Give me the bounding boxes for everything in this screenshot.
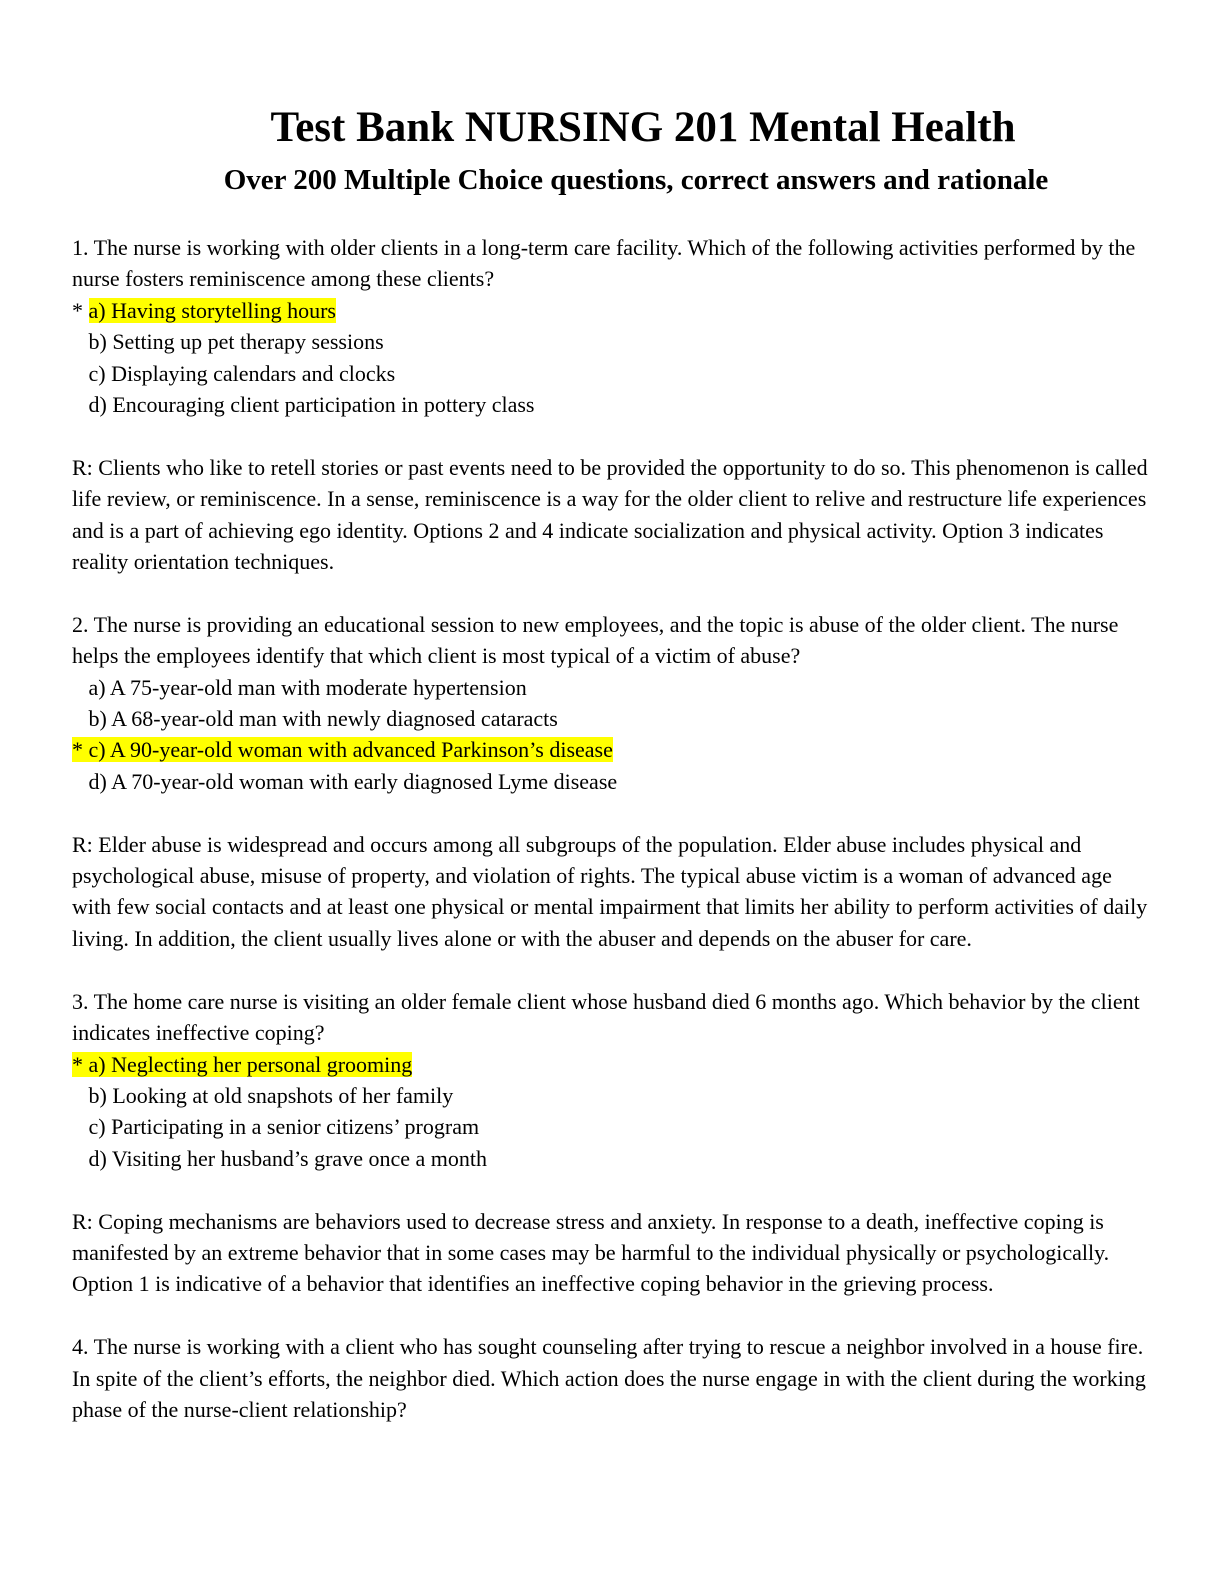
question-4-text: 4. The nurse is working with a client wh… bbox=[72, 1334, 1146, 1422]
option-text: d) Encouraging client participation in p… bbox=[88, 392, 535, 418]
document-title: Test Bank NURSING 201 Mental Health bbox=[270, 104, 1016, 151]
question-1-option-c: c) Displaying calendars and clocks bbox=[72, 358, 1152, 389]
question-3-option-c: c) Participating in a senior citizens’ p… bbox=[72, 1111, 1152, 1142]
spacer bbox=[72, 420, 1152, 451]
question-3-option-b: b) Looking at old snapshots of her famil… bbox=[72, 1080, 1152, 1111]
correct-answer-highlight: * a) Neglecting her personal grooming bbox=[72, 1051, 413, 1077]
document-subtitle: Over 200 Multiple Choice questions, corr… bbox=[223, 164, 1049, 196]
option-text: b) A 68-year-old man with newly diagnose… bbox=[88, 706, 558, 732]
option-text: d) Visiting her husband’s grave once a m… bbox=[88, 1145, 487, 1171]
option-indent bbox=[72, 1114, 89, 1139]
question-3-option-a: * a) Neglecting her personal grooming bbox=[72, 1049, 1152, 1080]
document-page: Test Bank NURSING 201 Mental Health Over… bbox=[72, 100, 1152, 1425]
option-indent bbox=[72, 361, 89, 386]
option-indent bbox=[72, 1146, 89, 1171]
question-1-text: 1. The nurse is working with older clien… bbox=[72, 235, 1136, 292]
option-indent bbox=[72, 1083, 89, 1108]
option-text: c) A 90-year-old woman with advanced Par… bbox=[88, 737, 613, 763]
question-1-option-d: d) Encouraging client participation in p… bbox=[72, 389, 1152, 420]
correct-answer-highlight: * c) A 90-year-old woman with advanced P… bbox=[72, 737, 613, 763]
correct-marker: * bbox=[72, 297, 89, 323]
option-text: b) Looking at old snapshots of her famil… bbox=[88, 1082, 454, 1108]
spacer bbox=[72, 954, 1152, 985]
question-2-option-d: d) A 70-year-old woman with early diagno… bbox=[72, 766, 1152, 797]
spacer bbox=[72, 1174, 1152, 1205]
question-2-rationale: R: Elder abuse is widespread and occurs … bbox=[72, 831, 1148, 951]
correct-marker: * bbox=[72, 1051, 89, 1077]
document-content: 1. The nurse is working with older clien… bbox=[72, 232, 1152, 1425]
correct-marker: * bbox=[72, 737, 89, 763]
question-2-option-a: a) A 75-year-old man with moderate hyper… bbox=[72, 672, 1152, 703]
option-indent bbox=[72, 675, 89, 700]
option-text: c) Displaying calendars and clocks bbox=[88, 360, 396, 386]
question-2-option-c: * c) A 90-year-old woman with advanced P… bbox=[72, 734, 1152, 765]
option-indent bbox=[72, 706, 89, 731]
spacer bbox=[72, 797, 1152, 828]
question-1-rationale: R: Clients who like to retell stories or… bbox=[72, 454, 1148, 575]
option-text: a) A 75-year-old man with moderate hyper… bbox=[88, 674, 527, 700]
question-3-option-d: d) Visiting her husband’s grave once a m… bbox=[72, 1143, 1152, 1174]
option-text: b) Setting up pet therapy sessions bbox=[88, 329, 384, 355]
question-1-option-a: * a) Having storytelling hours bbox=[72, 295, 1152, 326]
spacer bbox=[72, 577, 1152, 608]
option-indent bbox=[72, 392, 89, 417]
correct-answer-highlight: a) Having storytelling hours bbox=[88, 297, 336, 323]
question-2-option-b: b) A 68-year-old man with newly diagnose… bbox=[72, 703, 1152, 734]
spacer bbox=[72, 1300, 1152, 1331]
option-indent bbox=[72, 329, 89, 354]
question-1-option-b: b) Setting up pet therapy sessions bbox=[72, 326, 1152, 357]
question-3-rationale: R: Coping mechanisms are behaviors used … bbox=[72, 1208, 1110, 1297]
option-text: d) A 70-year-old woman with early diagno… bbox=[88, 768, 618, 794]
question-2-text: 2. The nurse is providing an educational… bbox=[72, 611, 1119, 669]
question-3-text: 3. The home care nurse is visiting an ol… bbox=[72, 988, 1140, 1046]
option-text: c) Participating in a senior citizens’ p… bbox=[88, 1114, 480, 1140]
option-text: a) Neglecting her personal grooming bbox=[88, 1051, 413, 1077]
option-indent bbox=[72, 769, 89, 794]
